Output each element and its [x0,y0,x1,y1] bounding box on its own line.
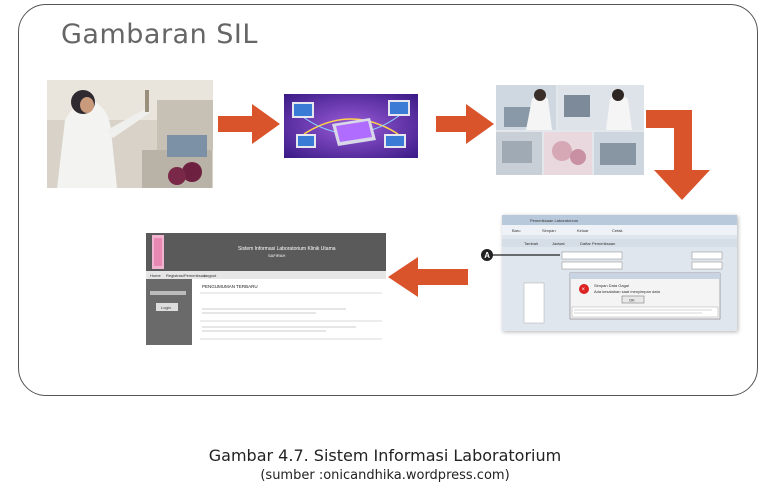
web-section-title: PENGUMUMAN TERBARU [202,284,258,289]
svg-text:×: × [582,287,586,293]
slide-frame: Gambaran SIL [18,4,758,396]
arrow-left-icon [388,257,468,297]
tab-daftar: Daftar Pemeriksaan [580,241,615,246]
web-header-title: Sistem Informasi Laboratorium Klinik Uta… [238,246,336,252]
lab-collage-photo [496,85,644,175]
web-nav-logout: Logout [204,273,217,278]
web-page-screenshot: Sistem Informasi Laboratorium Klinik Uta… [146,233,386,345]
dialog-title: Simpan Data Gagal [594,283,629,288]
toolbar-keluar: Keluar [577,228,589,233]
web-nav-pemeriksaan: Pemeriksaan [184,273,207,278]
figure-caption: Gambar 4.7. Sistem Informasi Laboratoriu… [208,446,562,465]
network-illustration [284,94,418,158]
web-header-subtitle: SAFIRAH [268,253,285,258]
slide-title: Gambaran SIL [61,19,258,50]
dialog-message: Ada kesalahan saat menyimpan data [594,289,661,294]
figure-source: (sumber :onicandhika.wordpress.com) [260,468,510,483]
toolbar-simpan: Simpan [542,228,556,233]
web-login-button: Login [161,305,171,310]
web-nav-registrasi: Registrasi [166,273,184,278]
lab-worker-photo [47,80,213,188]
tab-tambah: Tambah [524,241,538,246]
marker-a-label: A [484,251,490,260]
marker-a-icon: A [481,249,560,261]
app-window-title: Pemeriksaan Laboratorium [530,218,579,223]
arrow-down-icon [646,110,710,200]
arrow-right-icon [218,104,280,144]
arrow-right-icon [436,104,494,144]
dialog-ok-button: OK [629,298,635,303]
tab-jadwal: Jadwal [552,241,565,246]
desktop-app-screenshot: Pemeriksaan Laboratorium Baru Simpan Kel… [502,215,737,331]
toolbar-cetak: Cetak [612,228,622,233]
web-nav-home: Home [150,273,161,278]
toolbar-baru: Baru [512,228,520,233]
